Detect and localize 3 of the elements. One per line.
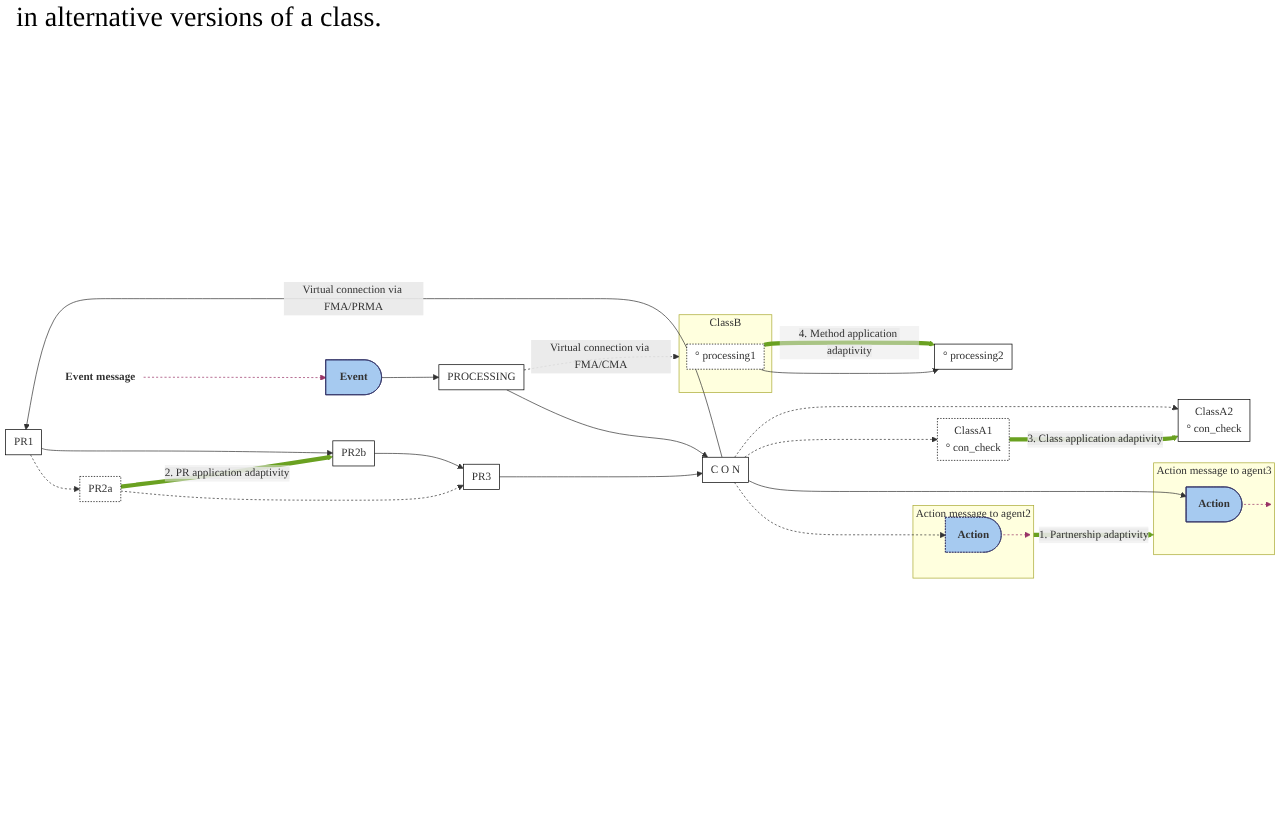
caption-text: in alternative versions of a class. [16, 4, 382, 34]
arrow [763, 340, 935, 347]
arrow [120, 454, 334, 489]
